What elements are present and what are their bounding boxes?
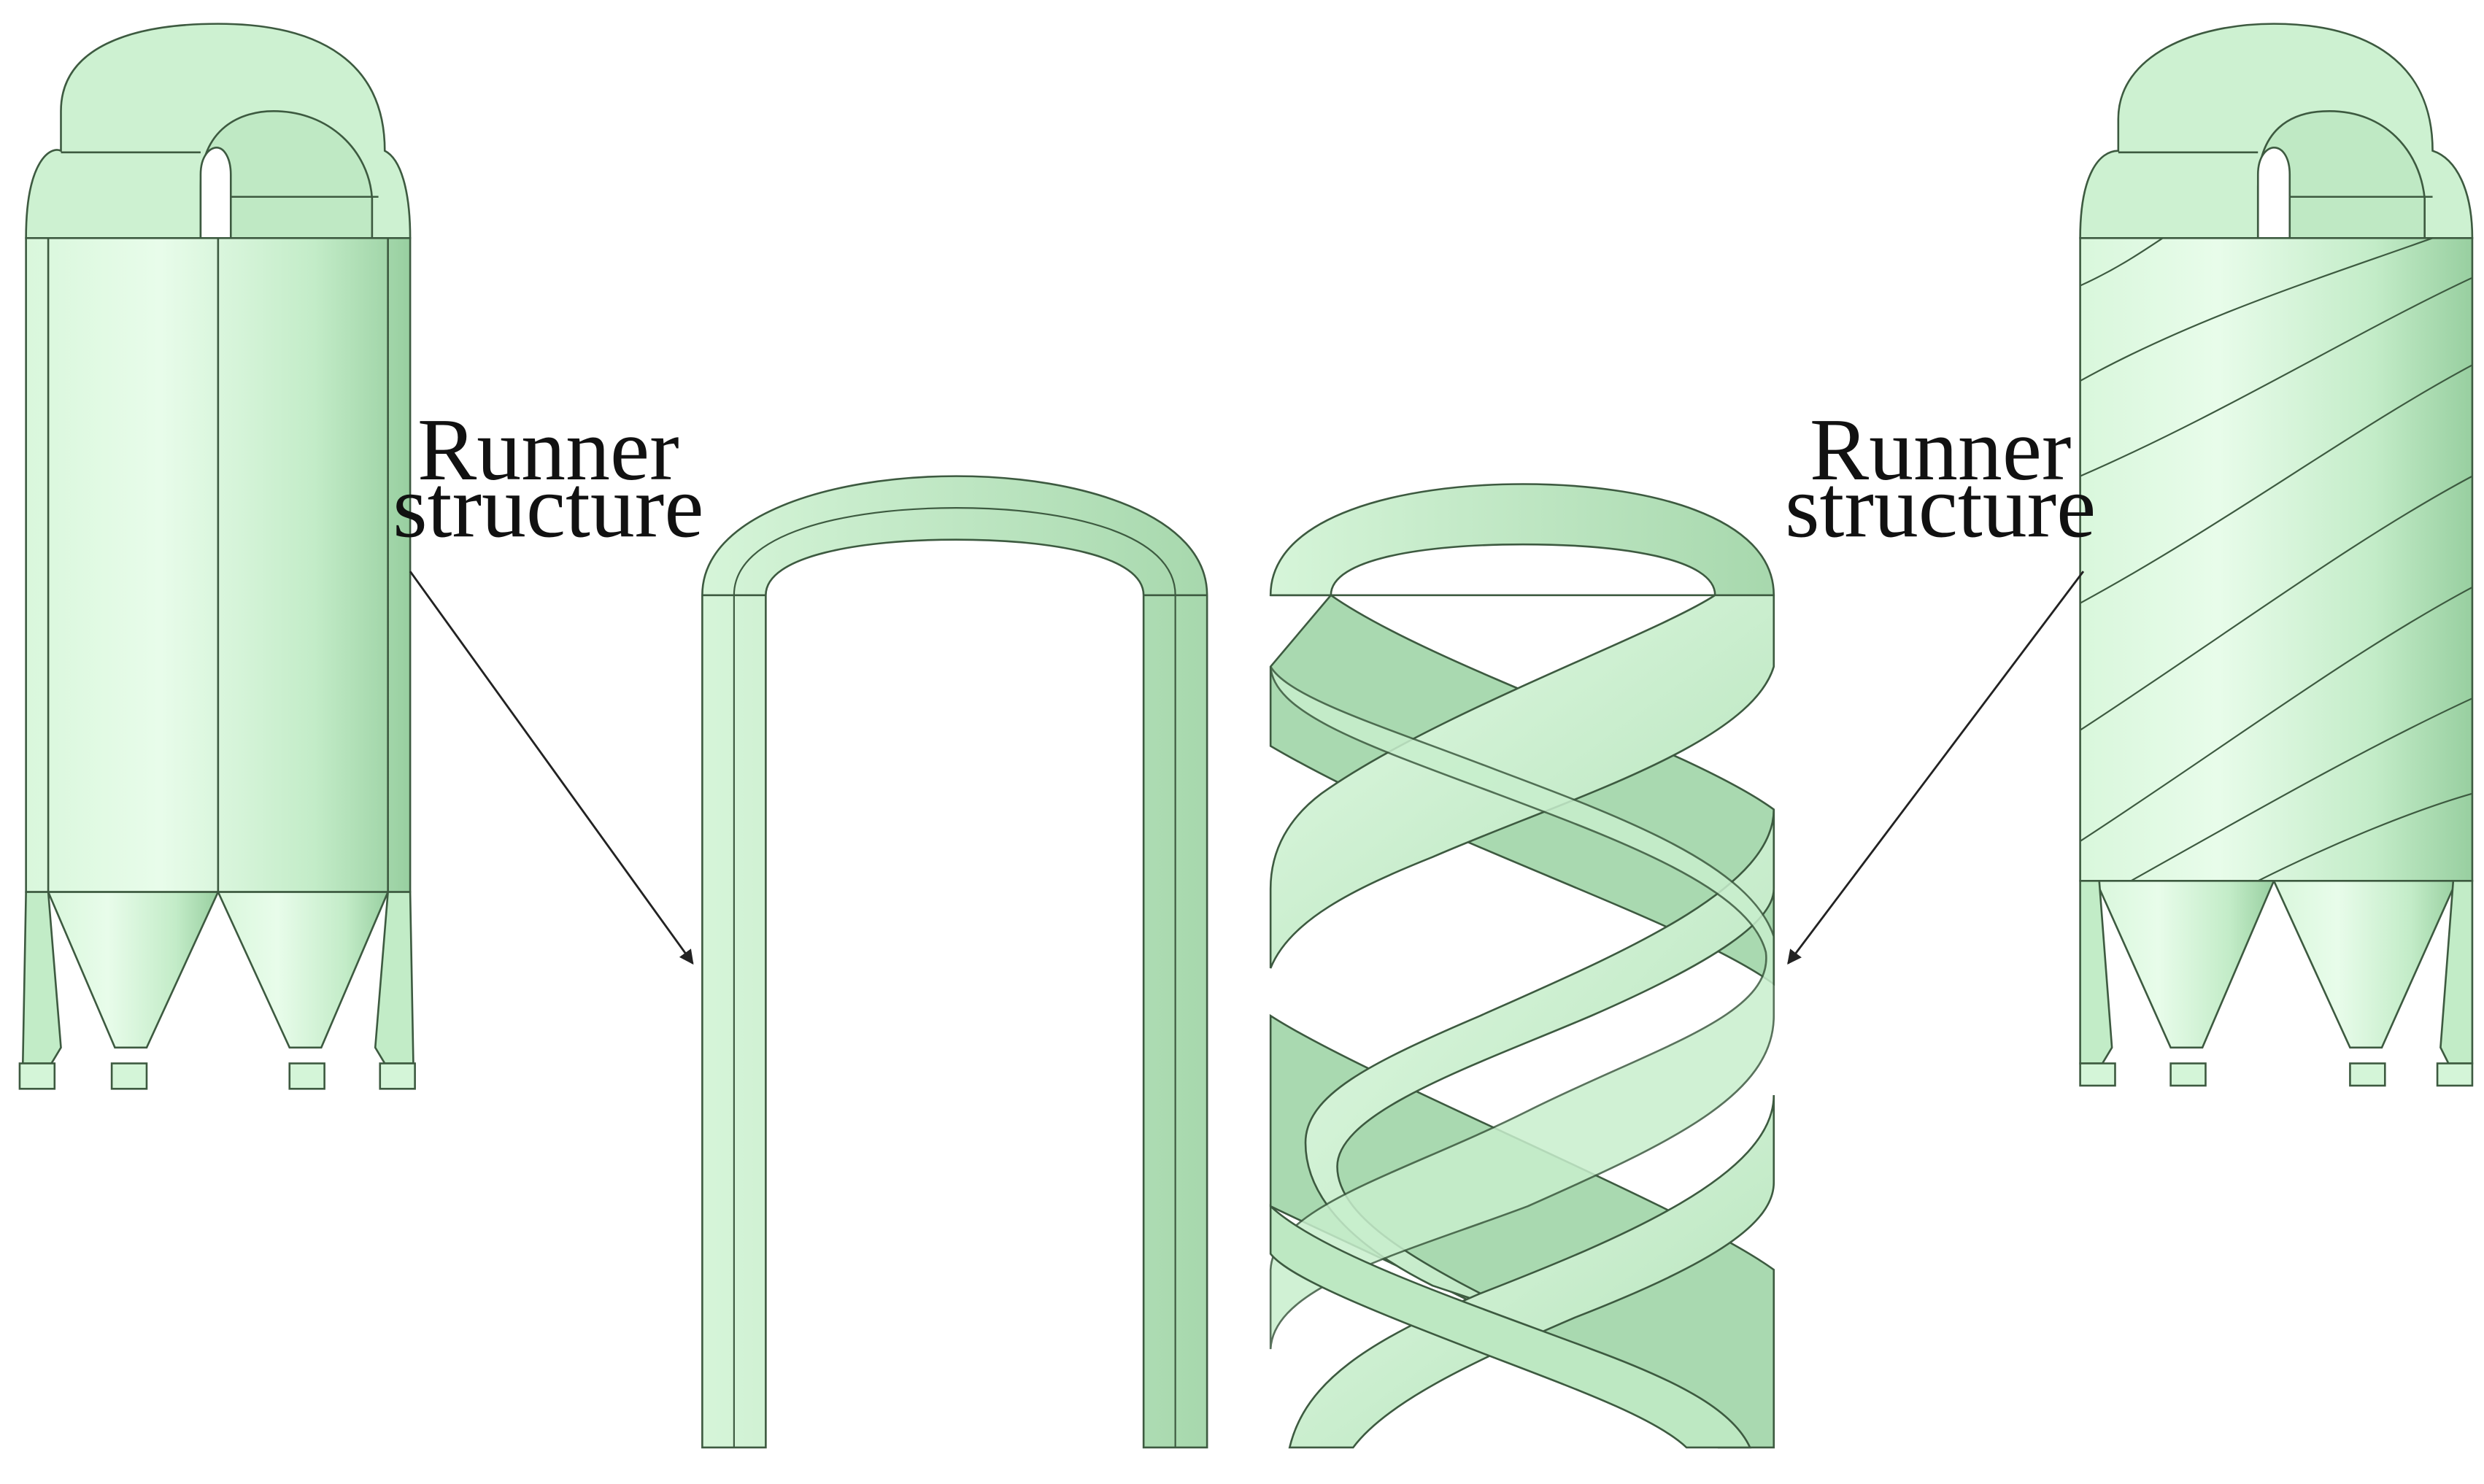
u-runner-inner-edge <box>733 507 1176 1448</box>
helix-front-band-3 <box>1288 1095 1775 1449</box>
right-annotation-line1: Runner <box>1810 401 2072 499</box>
u-runner-structure <box>701 475 1208 1449</box>
right-annotation-arrow <box>1787 571 2085 965</box>
left-arch-slot <box>199 147 232 239</box>
left-runner-arch <box>199 109 374 239</box>
left-annotation-line1: Runner <box>417 401 679 499</box>
left-reactor-model <box>18 23 416 1090</box>
right-arch-slot <box>2256 147 2291 239</box>
right-leg-right <box>2439 880 2474 1064</box>
u-runner-outer <box>701 475 1208 1449</box>
right-cone-left <box>2094 880 2275 1049</box>
left-annotation-line2: structure <box>393 457 703 556</box>
right-outlet-2 <box>2169 1062 2207 1087</box>
left-outlet-1 <box>18 1062 56 1090</box>
left-annotation: Runner structure <box>393 401 703 965</box>
helix-lower-band <box>1269 1204 1752 1449</box>
right-annotation: Runner structure <box>1785 401 2096 965</box>
helical-runner-structure <box>1269 483 1775 1449</box>
right-outlet-4 <box>2436 1062 2474 1087</box>
right-cone-right <box>2272 880 2458 1049</box>
right-leg-left <box>2079 880 2113 1064</box>
right-cylinder-body <box>2079 237 2474 882</box>
helix-top-ring <box>1269 483 1775 597</box>
right-outlet-3 <box>2349 1062 2386 1087</box>
right-runner-arch <box>2256 109 2426 239</box>
left-cone-right <box>216 891 390 1049</box>
left-leg-left <box>21 891 62 1064</box>
right-annotation-line2: structure <box>1785 457 2096 556</box>
right-reactor-model <box>2079 23 2474 1087</box>
left-outlet-4 <box>379 1062 416 1090</box>
left-cone-left <box>47 891 220 1049</box>
right-helix-seams <box>2080 237 2473 882</box>
helix-left-band <box>1269 665 1775 1350</box>
left-outlet-3 <box>288 1062 325 1090</box>
right-outlet-1 <box>2079 1062 2116 1087</box>
left-outlet-2 <box>110 1062 148 1090</box>
left-annotation-arrow <box>409 571 694 965</box>
